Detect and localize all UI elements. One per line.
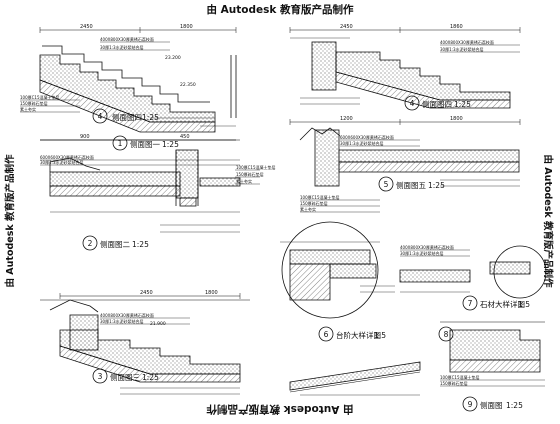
section-label-4-title: 侧面图四 <box>112 112 142 122</box>
note-text: 素土夯实 <box>236 178 252 184</box>
construction-notes: 400X800X30厚黄锈石荔枝面 30厚1:3水泥砂浆结合层 100厚C15混… <box>20 36 494 386</box>
section-label-1-title: 侧面图一 <box>130 139 160 149</box>
note-text: 150厚碎石垫层 <box>236 171 264 177</box>
note-text: 400X800X30厚黄锈石荔枝面 <box>440 39 494 45</box>
detail-7-drawing <box>399 245 547 299</box>
section-label-6-title: 台阶大样详图 <box>336 330 381 340</box>
section-label-3-scale: 1:25 <box>142 373 159 382</box>
note-text: 素土夯实 <box>300 206 316 212</box>
note-text: 150厚碎石垫层 <box>300 200 328 206</box>
section-label-9-num: 9 <box>468 400 473 409</box>
section-label-1-scale: 1:25 <box>162 140 179 149</box>
note-text: 600X600X30厚黄锈石荔枝面 <box>40 154 94 160</box>
section-label-2-num: 2 <box>88 239 93 248</box>
section-labels: 4 侧面图四 1:25 1 侧面图一 1:25 2 侧面图二 1:25 3 侧面… <box>82 95 530 412</box>
section-label-5-scale: 1:25 <box>428 181 445 190</box>
section-label-8-num: 8 <box>444 330 449 339</box>
watermark-top: 由 Autodesk 教育版产品制作 <box>206 4 354 16</box>
section-4-drawing <box>20 27 237 133</box>
section-label-1: 1 侧面图一 1:25 <box>112 135 179 151</box>
note-text: 30厚1:3水泥砂浆结合层 <box>440 46 484 52</box>
section-label-9-scale: 1:25 <box>506 401 523 410</box>
section-label-7-title: 石材大样详图 <box>480 299 525 309</box>
note-text: 100厚C15混凝土垫层 <box>440 374 480 380</box>
note-text: 100厚C15混凝土垫层 <box>20 94 60 100</box>
note-text: 30厚1:3水泥砂浆结合层 <box>100 44 144 50</box>
section-label-4b-title: 侧面图四 <box>422 99 452 109</box>
dimension-text: 450 <box>180 134 190 140</box>
section-label-9-title: 侧面图 <box>480 400 503 410</box>
section-4-right-drawing <box>289 27 521 109</box>
dimension-text: 1860 <box>450 24 463 30</box>
section-label-7-scale: 1:5 <box>518 300 530 309</box>
section-label-4: 4 侧面图四 1:25 <box>92 108 159 124</box>
section-2-drawing <box>40 139 260 233</box>
section-label-3-num: 3 <box>98 372 103 381</box>
section-label-5-title: 侧面图五 <box>396 180 426 190</box>
elevation-marks: 23.200 22.350 21.900 <box>150 55 196 327</box>
section-label-4b-scale: 1:25 <box>454 100 471 109</box>
note-text: 150厚碎石垫层 <box>20 100 48 106</box>
section-label-5: 5 侧面图五 1:25 <box>378 176 445 192</box>
note-text: 150厚碎石垫层 <box>440 380 468 386</box>
dimension-text: 2450 <box>340 24 353 30</box>
section-label-6-num: 6 <box>324 330 329 339</box>
section-label-1-num: 1 <box>118 139 123 148</box>
elevation-text: 22.350 <box>180 82 196 88</box>
section-label-2-scale: 1:25 <box>132 240 149 249</box>
section-label-4-scale: 1:25 <box>142 113 159 122</box>
watermark-right: 由 Autodesk 教育版产品制作 <box>542 154 553 288</box>
note-text: 400X800X30厚黄锈石荔枝面 <box>400 244 454 250</box>
dimension-text: 2450 <box>140 290 153 296</box>
section-label-4-num: 4 <box>98 112 103 121</box>
section-label-7: 7 石材大样详图 1:5 <box>462 295 530 311</box>
dimension-text: 1800 <box>205 290 218 296</box>
note-text: 100厚C15混凝土垫层 <box>300 194 340 200</box>
watermark-bottom: 由 Autodesk 教育版产品制作 <box>206 403 354 415</box>
section-label-7-num: 7 <box>468 299 473 308</box>
section-8-drawing <box>289 361 421 396</box>
note-text: 30厚1:3水泥砂浆结合层 <box>100 318 144 324</box>
section-5-drawing <box>289 119 521 213</box>
section-label-6: 6 台阶大样详图 1:5 <box>318 326 386 342</box>
note-text: 素土夯实 <box>20 106 36 112</box>
note-text: 400X800X30厚黄锈石荔枝面 <box>100 36 154 42</box>
section-label-9: 9 侧面图 1:25 <box>462 396 523 412</box>
dimension-labels: 2450 1800 2450 1860 900 450 1200 1800 24… <box>80 24 463 296</box>
section-label-8: 8 <box>438 326 454 342</box>
section-label-3: 3 侧面图三 1:25 <box>92 368 159 384</box>
section-label-4-right: 4 侧面图四 1:25 <box>404 95 471 111</box>
note-text: 600X600X30厚黄锈石荔枝面 <box>340 134 394 140</box>
dimension-text: 1800 <box>450 116 463 122</box>
section-3-drawing <box>40 293 250 395</box>
note-text: 30厚1:3水泥砂浆结合层 <box>340 140 384 146</box>
detail-6-drawing <box>280 221 395 319</box>
section-9-drawing <box>440 321 545 387</box>
note-text: 30厚1:3水泥砂浆结合层 <box>40 159 84 165</box>
note-text: 30厚1:3水泥砂浆结合层 <box>400 250 444 256</box>
elevation-text: 23.200 <box>165 55 181 61</box>
section-label-6-scale: 1:5 <box>374 331 386 340</box>
section-label-2-title: 侧面图二 <box>100 239 130 249</box>
dimension-text: 1800 <box>180 24 193 30</box>
dimension-text: 2450 <box>80 24 93 30</box>
elevation-text: 21.900 <box>150 321 166 327</box>
section-label-4b-num: 4 <box>410 99 415 108</box>
note-text: 100厚C15混凝土垫层 <box>236 164 276 170</box>
watermark-left: 由 Autodesk 教育版产品制作 <box>5 154 16 288</box>
dimension-text: 1200 <box>340 116 353 122</box>
dimension-text: 900 <box>80 134 90 140</box>
section-label-3-title: 侧面图三 <box>110 372 140 382</box>
note-text: 400X800X30厚黄锈石荔枝面 <box>100 312 154 318</box>
section-label-5-num: 5 <box>384 180 389 189</box>
section-label-2: 2 侧面图二 1:25 <box>82 235 149 251</box>
